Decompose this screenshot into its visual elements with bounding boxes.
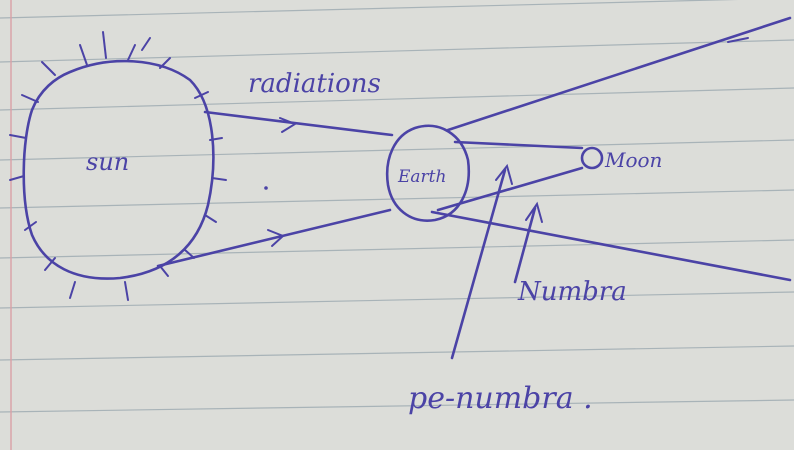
penumbra-pointer (450, 168, 507, 360)
upper-ray (203, 110, 394, 137)
umbra-pointer-head (525, 201, 543, 223)
umbra-label: Numbra (517, 277, 627, 307)
penumbra-tick (727, 37, 749, 43)
earth-label: Earth (397, 167, 446, 187)
umbra-pointer (513, 206, 537, 284)
ruled-lines (0, 0, 794, 413)
sun-label: sun (86, 148, 129, 176)
penumbra-upper-line (446, 16, 792, 132)
lower-ray (156, 208, 392, 268)
moon-circle (580, 146, 604, 170)
penumbra-label: pe-numbra . (408, 381, 593, 416)
radiations-label: radiations (248, 69, 381, 99)
ink-dot (264, 186, 268, 190)
sun-circle (22, 59, 215, 280)
shadow-lines (430, 16, 792, 282)
radiation-rays (156, 110, 394, 268)
penumbra-lower-line (430, 210, 792, 282)
pointer-arrows (450, 163, 543, 360)
sun: sun (9, 31, 227, 301)
moon-label: Moon (604, 148, 662, 172)
penumbra-pointer-head (495, 163, 513, 185)
moon: Moon (580, 146, 662, 172)
umbra-lower-line (436, 166, 584, 212)
lower-ray-arrow (267, 229, 285, 247)
umbra-upper-line (453, 140, 584, 150)
upper-ray-arrow (279, 117, 298, 133)
